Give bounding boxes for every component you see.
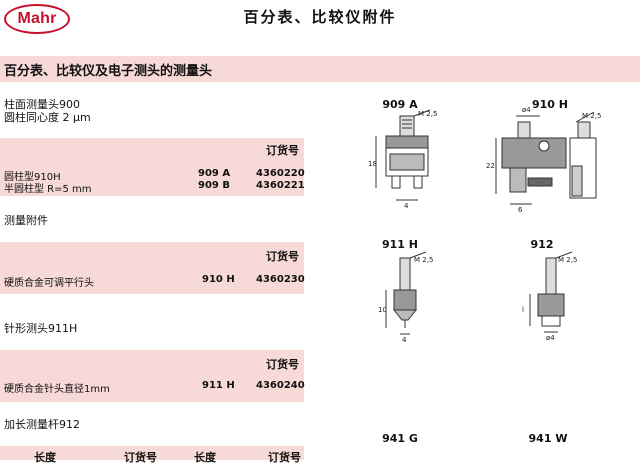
910h-thread: M 2,5 (582, 112, 601, 120)
909a-dim-h: 18 (368, 160, 377, 168)
s4-col2: 订货号 (124, 451, 157, 464)
s1-row1-code: 909 A (198, 168, 231, 179)
s4-col3: 长度 (194, 451, 216, 464)
s1-row1-name: 圆柱型910H (4, 172, 61, 183)
drawing-912 (529, 251, 573, 333)
section1-table (0, 138, 304, 196)
drawing-909a (375, 109, 431, 201)
s1-row2-name: 半圆柱型 R=5 mm (4, 184, 92, 195)
910h-dim-h: 22 (486, 162, 495, 170)
label-911h: 911 H (382, 238, 418, 251)
mahr-logo: Mahr (4, 4, 70, 34)
section1-subtitle: 圆柱同心度 2 μm (4, 111, 91, 124)
s2-row1-name: 硬质合金可调平行头 (4, 278, 94, 289)
912-dim-h: l (522, 306, 524, 314)
s1-row2-order: 4360221 (256, 180, 305, 191)
page-title: 百分表、比较仪附件 (243, 8, 397, 26)
s2-row1-order: 4360230 (256, 274, 305, 285)
label-941w: 941 W (528, 432, 568, 445)
910h-dim-w: 6 (518, 206, 523, 214)
label-912: 912 (530, 238, 554, 251)
label-909a: 909 A (382, 98, 418, 111)
912-thread: M 2,5 (558, 256, 577, 264)
banner-text: 百分表、比较仪及电子测头的测量头 (4, 64, 213, 79)
912-dim-w: ø4 (546, 334, 555, 342)
section2-table (0, 242, 304, 294)
909a-dim-w: 4 (404, 202, 409, 210)
section2-order-header: 订货号 (266, 250, 299, 263)
section4-table (0, 446, 304, 460)
technical-drawings: M 2,5 18 4 M 2,5 ø4 22 6 M 2,5 10 4 M 2,… (368, 106, 601, 344)
drawing-911h (385, 251, 427, 335)
911h-thread: M 2,5 (414, 256, 433, 264)
section4-title: 加长测量杆912 (4, 418, 80, 431)
s1-row2-code: 909 B (198, 180, 230, 191)
s3-row1-code: 911 H (202, 380, 235, 391)
s4-col1: 长度 (34, 451, 56, 464)
label-910h: 910 H (532, 98, 568, 111)
911h-dim-h: 10 (378, 306, 387, 314)
section1-order-header: 订货号 (266, 144, 299, 157)
section-banner: 百分表、比较仪及电子测头的测量头 (0, 56, 640, 82)
section1-title: 柱面测量头900 (4, 98, 80, 111)
910h-dim-top: ø4 (522, 106, 531, 114)
911h-dim-w: 4 (402, 336, 407, 344)
s1-row1-order: 4360220 (256, 168, 305, 179)
s4-col4: 订货号 (268, 451, 301, 464)
section3-order-header: 订货号 (266, 358, 299, 371)
s2-row1-code: 910 H (202, 274, 235, 285)
s3-row1-name: 硬质合金针头直径1mm (4, 384, 110, 395)
drawing-910h (495, 111, 597, 205)
s3-row1-order: 4360240 (256, 380, 305, 391)
section3-title: 针形测头911H (4, 322, 78, 335)
909a-thread: M 2,5 (418, 110, 437, 118)
label-941g: 941 G (382, 432, 418, 445)
section3-table (0, 350, 304, 402)
section2-title: 测量附件 (4, 214, 48, 227)
